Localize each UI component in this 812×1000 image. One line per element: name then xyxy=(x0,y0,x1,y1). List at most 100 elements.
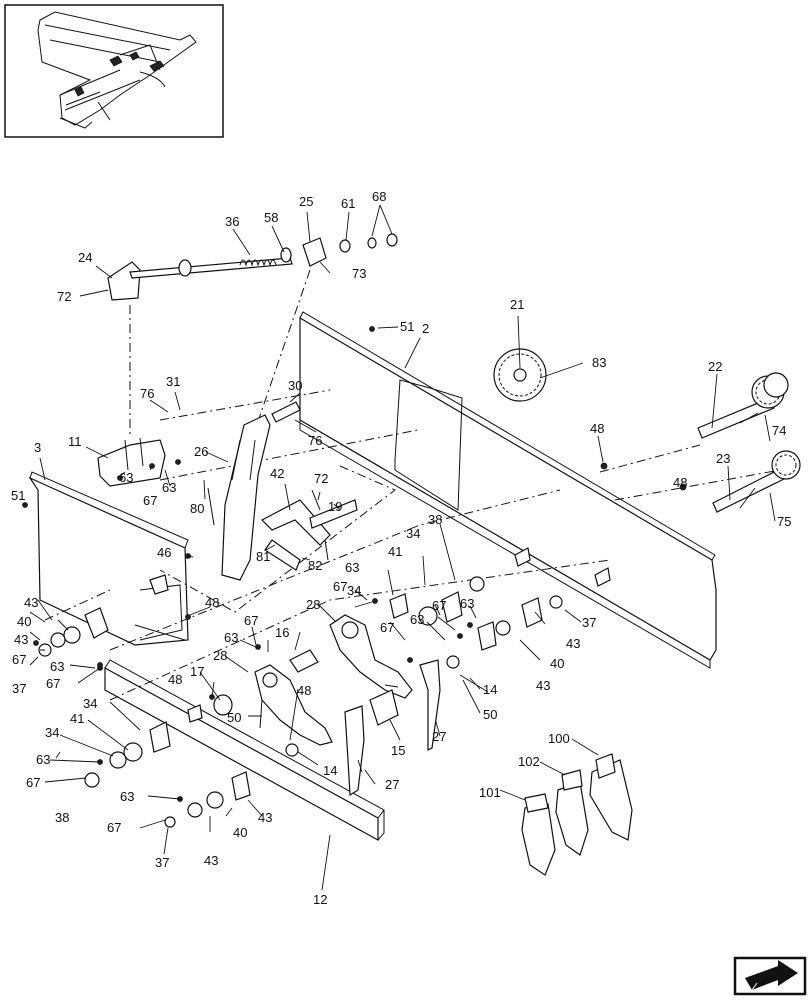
callout-51: 51 xyxy=(400,319,414,334)
callout-26: 26 xyxy=(194,444,208,459)
callout-34: 34 xyxy=(83,696,97,711)
callout-labels: 2 3 11 12 14 14 15 16 17 19 21 22 23 24 … xyxy=(11,189,791,907)
callout-14: 14 xyxy=(483,682,497,697)
callout-34: 34 xyxy=(347,583,361,598)
callout-30: 30 xyxy=(288,378,302,393)
callout-38: 38 xyxy=(55,810,69,825)
callout-37: 37 xyxy=(155,855,169,870)
callout-37: 37 xyxy=(582,615,596,630)
lever-27-right xyxy=(419,659,441,751)
callout-67: 67 xyxy=(432,598,446,613)
callout-102: 102 xyxy=(518,754,540,769)
callout-63: 63 xyxy=(410,612,424,627)
callout-25: 25 xyxy=(299,194,313,209)
callout-27: 27 xyxy=(432,729,446,744)
frame-plate-right xyxy=(299,311,717,669)
callout-48: 48 xyxy=(297,683,311,698)
callout-28: 28 xyxy=(213,648,227,663)
callout-48: 48 xyxy=(673,475,687,490)
callout-36: 36 xyxy=(225,214,239,229)
callout-72: 72 xyxy=(57,289,71,304)
callout-43: 43 xyxy=(536,678,550,693)
callout-74: 74 xyxy=(772,423,786,438)
callout-80: 80 xyxy=(190,501,204,516)
callout-22: 22 xyxy=(708,359,722,374)
callout-16: 16 xyxy=(275,625,289,640)
callout-43: 43 xyxy=(204,853,218,868)
cam-plate-upper xyxy=(329,614,413,699)
callout-63: 63 xyxy=(120,789,134,804)
callout-67: 67 xyxy=(46,676,60,691)
callout-67: 67 xyxy=(107,820,121,835)
callout-63: 63 xyxy=(36,752,50,767)
callout-50: 50 xyxy=(483,707,497,722)
callout-83: 83 xyxy=(592,355,606,370)
callout-67: 67 xyxy=(143,493,157,508)
spring-rod-assembly xyxy=(107,233,398,301)
callout-24: 24 xyxy=(78,250,92,265)
callout-81: 81 xyxy=(256,549,270,564)
callout-67: 67 xyxy=(333,579,347,594)
callout-67: 67 xyxy=(244,613,258,628)
callout-37: 37 xyxy=(12,681,26,696)
lever-27-left xyxy=(344,705,365,797)
callout-75: 75 xyxy=(777,514,791,529)
callout-42: 42 xyxy=(270,466,284,481)
bracket-11 xyxy=(97,437,166,487)
callout-82: 82 xyxy=(308,558,322,573)
callout-63: 63 xyxy=(224,630,238,645)
callout-11: 11 xyxy=(68,434,82,449)
paddle-102 xyxy=(555,769,589,856)
arm-26 xyxy=(221,414,271,581)
callout-58: 58 xyxy=(264,210,278,225)
callout-67: 67 xyxy=(26,775,40,790)
callout-46: 46 xyxy=(157,545,171,560)
callout-34: 34 xyxy=(406,526,420,541)
callout-28: 28 xyxy=(306,597,320,612)
shaft-22 xyxy=(697,372,789,439)
callout-40: 40 xyxy=(550,656,564,671)
callout-17: 17 xyxy=(190,664,204,679)
callout-101: 101 xyxy=(479,785,501,800)
callout-63: 63 xyxy=(345,560,359,575)
callout-41: 41 xyxy=(70,711,84,726)
callout-40: 40 xyxy=(17,614,31,629)
lower-bar xyxy=(104,659,385,842)
callout-40: 40 xyxy=(233,825,247,840)
callout-12: 12 xyxy=(313,892,327,907)
callout-63: 63 xyxy=(162,480,176,495)
leader-lines xyxy=(24,204,776,891)
callout-43: 43 xyxy=(258,810,272,825)
callout-23: 23 xyxy=(716,451,730,466)
callout-21: 21 xyxy=(510,297,524,312)
callout-48: 48 xyxy=(205,595,219,610)
callout-34: 34 xyxy=(45,725,59,740)
spacers xyxy=(213,649,460,757)
paddle-100 xyxy=(589,753,633,841)
assembly-lines xyxy=(44,269,781,701)
callout-72: 72 xyxy=(314,471,328,486)
paddle-101 xyxy=(521,793,556,876)
callout-73: 73 xyxy=(352,266,366,281)
callout-2: 2 xyxy=(422,321,429,336)
callout-68: 68 xyxy=(372,189,386,204)
next-page-arrow-icon[interactable] xyxy=(733,956,807,996)
pin-30 xyxy=(271,401,301,423)
callout-48: 48 xyxy=(590,421,604,436)
callout-41: 41 xyxy=(388,544,402,559)
callout-43: 43 xyxy=(566,636,580,651)
machine-overview-thumbnail xyxy=(4,4,224,138)
callout-76: 76 xyxy=(308,433,322,448)
lever-19-42 xyxy=(260,499,358,571)
callout-14: 14 xyxy=(323,763,337,778)
callout-15: 15 xyxy=(391,743,405,758)
sprocket-21 xyxy=(493,348,547,402)
callout-38: 38 xyxy=(428,512,442,527)
callout-63: 63 xyxy=(50,659,64,674)
callout-63: 63 xyxy=(460,596,474,611)
callout-31: 31 xyxy=(166,374,180,389)
callout-67: 67 xyxy=(380,620,394,635)
callout-67: 67 xyxy=(12,652,26,667)
callout-27: 27 xyxy=(385,777,399,792)
